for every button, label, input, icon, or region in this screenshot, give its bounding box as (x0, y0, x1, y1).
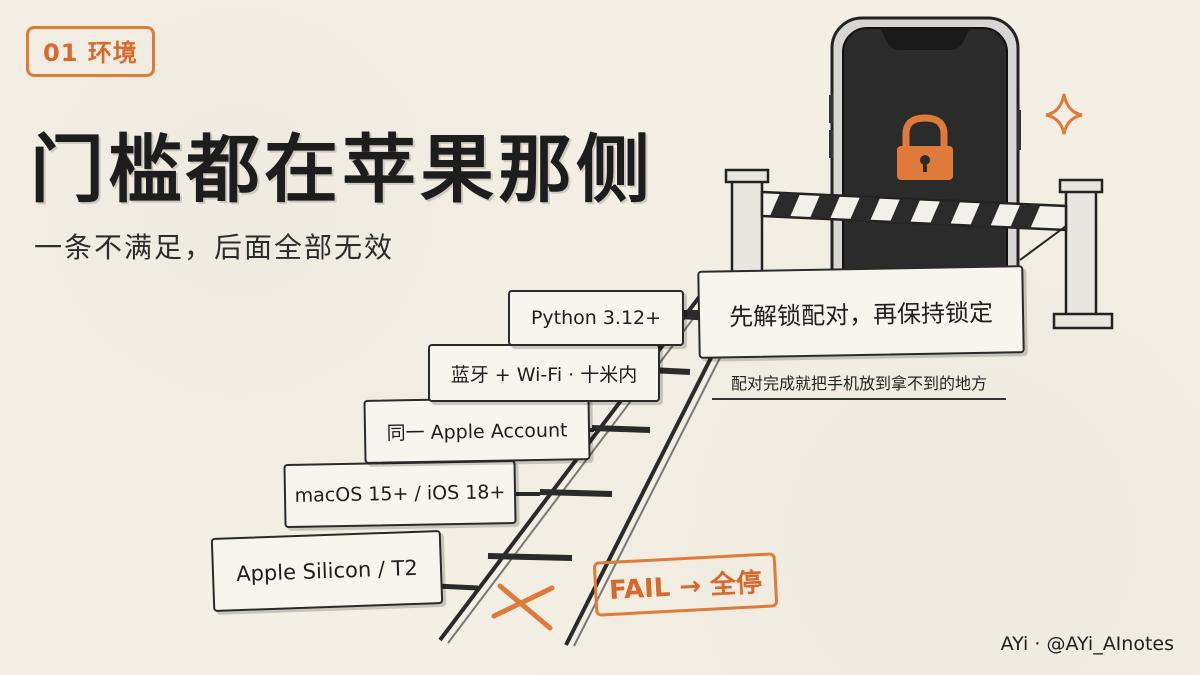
fail-badge: FAIL → 全停 (592, 552, 779, 617)
page-title: 门槛都在苹果那侧 (30, 127, 654, 213)
goal-box: 先解锁配对，再保持锁定 (697, 265, 1025, 359)
section-tag: 01 环境 (26, 26, 155, 77)
goal-note: 配对完成就把手机放到拿不到的地方 (712, 370, 1006, 400)
sparkle-icon (1045, 93, 1083, 135)
step-box-5: Python 3.12+ (508, 290, 684, 346)
barrier-gate (724, 168, 1114, 330)
step-box-2: macOS 15+ / iOS 18+ (283, 459, 517, 529)
padlock-icon (897, 114, 953, 180)
step-box-3: 同一 Apple Account (363, 396, 591, 464)
cross-mark (491, 583, 555, 631)
step-box-4: 蓝牙 + Wi-Fi · 十米内 (428, 344, 660, 402)
page-subtitle: 一条不满足，后面全部无效 (34, 231, 395, 264)
step-box-1: Apple Silicon / T2 (210, 530, 444, 612)
author-credit: AYi · @AYi_AInotes (1000, 633, 1174, 655)
